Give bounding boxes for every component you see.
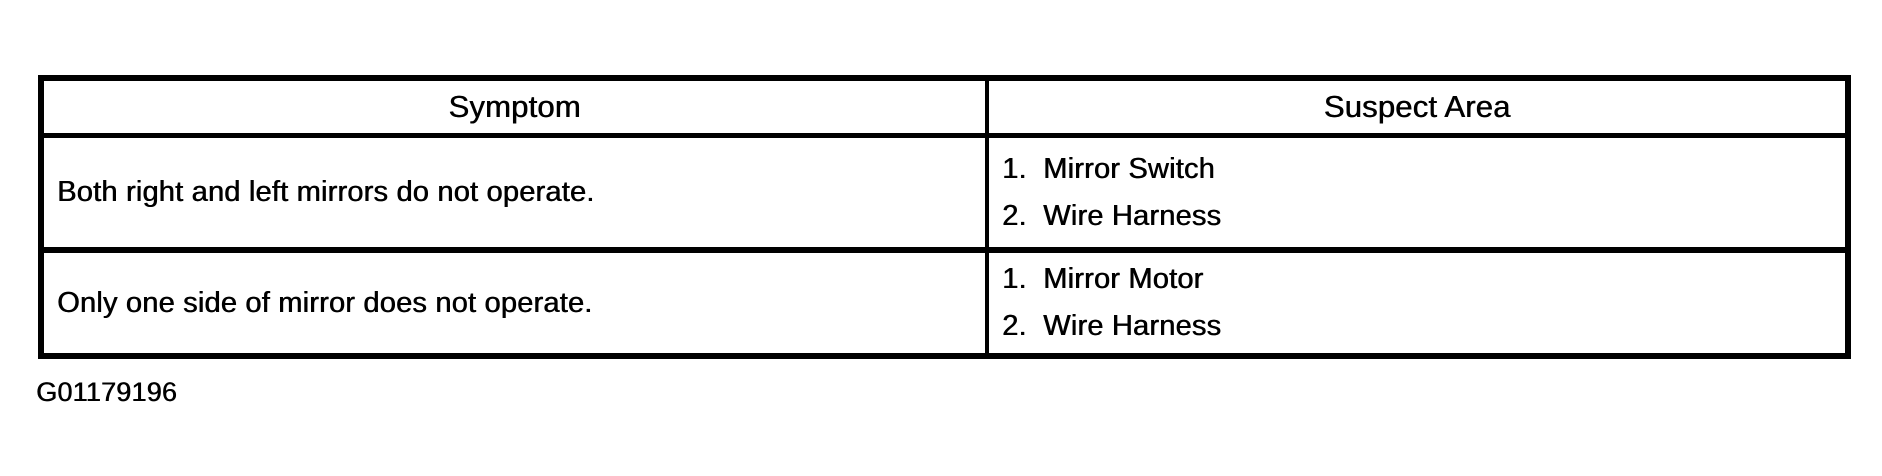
suspect-item: 2. Wire Harness: [1002, 303, 1845, 350]
suspect-area-cell: 1. Mirror Motor 2. Wire Harness: [989, 253, 1845, 353]
suspect-item-number: 1.: [1002, 263, 1027, 295]
column-header-symptom: Symptom: [44, 81, 989, 133]
suspect-item: 1. Mirror Switch: [1002, 146, 1845, 193]
symptom-suspect-table: Symptom Suspect Area Both right and left…: [38, 75, 1851, 359]
suspect-item-number: 2.: [1002, 199, 1027, 232]
suspect-item-label: Wire Harness: [1043, 310, 1222, 342]
suspect-item: 1. Mirror Motor: [1002, 256, 1845, 303]
figure-id: G01179196: [36, 377, 177, 407]
suspect-item-label: Mirror Switch: [1043, 152, 1215, 185]
table-header-row: Symptom Suspect Area: [44, 81, 1845, 138]
suspect-item-label: Wire Harness: [1043, 199, 1222, 232]
table-row: Both right and left mirrors do not opera…: [44, 138, 1845, 253]
suspect-item-label: Mirror Motor: [1043, 263, 1204, 295]
suspect-item: 2. Wire Harness: [1002, 193, 1845, 240]
symptom-cell: Both right and left mirrors do not opera…: [44, 138, 989, 247]
column-header-suspect-area: Suspect Area: [989, 81, 1845, 133]
symptom-cell: Only one side of mirror does not operate…: [44, 253, 989, 353]
table-row: Only one side of mirror does not operate…: [44, 253, 1845, 353]
suspect-item-number: 2.: [1002, 310, 1027, 342]
suspect-item-number: 1.: [1002, 152, 1027, 185]
suspect-area-cell: 1. Mirror Switch 2. Wire Harness: [989, 138, 1845, 247]
